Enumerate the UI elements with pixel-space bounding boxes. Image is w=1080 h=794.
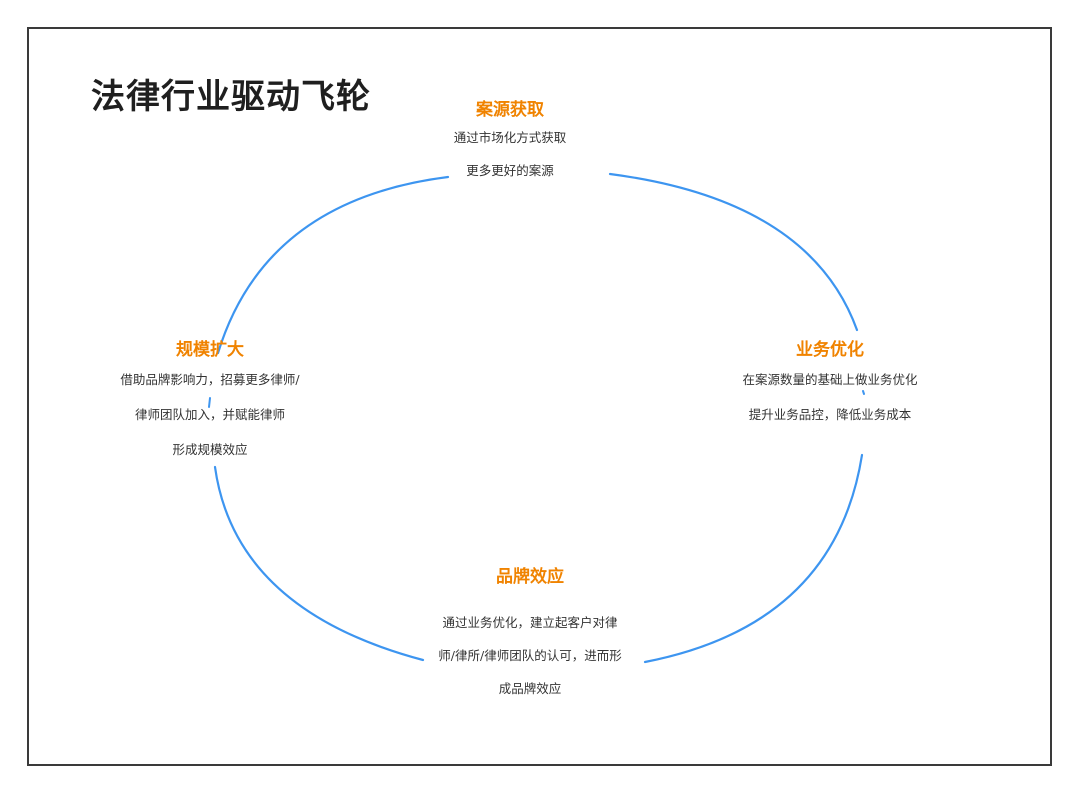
node-title: 案源获取 [476, 100, 544, 120]
node-title: 品牌效应 [496, 567, 564, 587]
arc-top-to-right [608, 172, 859, 332]
node-desc-line: 通过市场化方式获取 [453, 130, 567, 145]
node-brand-effect: 品牌效应 通过业务优化，建立起客户对律 师/律所/律师团队的认可，进而形 成品牌… [390, 566, 670, 705]
node-desc-line: 通过业务优化，建立起客户对律 [442, 615, 618, 630]
node-desc-line: 在案源数量的基础上做业务优化 [742, 372, 918, 387]
node-desc-line: 更多更好的案源 [466, 163, 554, 178]
arc-left-to-top [216, 175, 450, 355]
node-desc-line: 形成规模效应 [172, 442, 248, 457]
arc-tick-right [862, 390, 865, 395]
node-business-optimization: 业务优化 在案源数量的基础上做业务优化 提升业务品控，降低业务成本 [700, 339, 960, 431]
node-case-acquisition: 案源获取 通过市场化方式获取 更多更好的案源 [380, 99, 640, 187]
node-desc-line: 师/律所/律师团队的认可，进而形 [438, 648, 622, 663]
diagram-frame: 法律行业驱动飞轮 [27, 27, 1052, 766]
node-desc-line: 成品牌效应 [498, 681, 562, 696]
node-desc-line: 借助品牌影响力，招募更多律师/ [120, 372, 300, 387]
arc-bottom-to-left [213, 465, 425, 662]
node-title: 规模扩大 [176, 340, 244, 360]
arc-tick-left [208, 397, 211, 408]
node-desc-line: 律师团队加入，并赋能律师 [134, 407, 285, 422]
node-desc-line: 提升业务品控，降低业务成本 [748, 407, 912, 422]
arc-right-to-bottom [643, 453, 864, 664]
node-title: 业务优化 [796, 340, 864, 360]
page-title: 法律行业驱动飞轮 [91, 77, 371, 117]
node-scale-expansion: 规模扩大 借助品牌影响力，招募更多律师/ 律师团队加入，并赋能律师 形成规模效应 [80, 339, 340, 466]
